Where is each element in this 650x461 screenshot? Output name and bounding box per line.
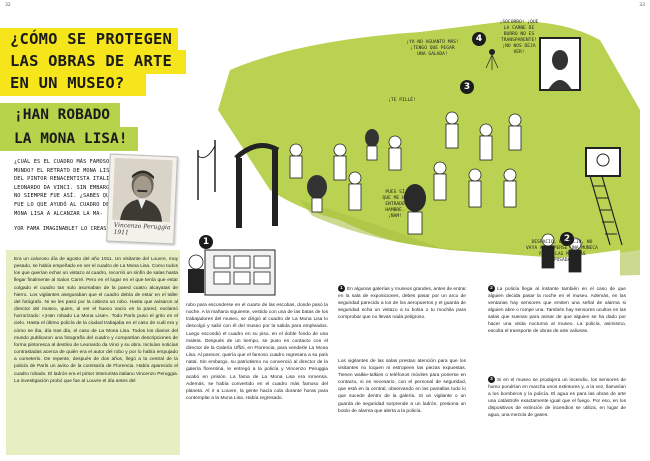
info-text-1: En algunas galerías y museos grandes, an…	[338, 286, 467, 321]
subtitle-line-2: LA MONA LISA!	[14, 131, 128, 147]
marker-1: 1	[338, 285, 345, 292]
story-text-left: Era un caluroso día de agosto del año 19…	[14, 257, 178, 384]
subtitle-line-1: ¡HAN ROBADO	[14, 107, 111, 123]
subtitle-band	[0, 127, 138, 151]
title-band	[0, 28, 178, 52]
info-column-2: Los vigilantes de las salas prestan aten…	[338, 358, 466, 415]
page-number-right: 33	[639, 3, 645, 8]
illustration-marker-1: 1	[199, 235, 213, 249]
speech-bubble-hungry: PUES SÍ QUE ME HA ENTRADO HAMBRE. ¡ÑAM!	[382, 190, 408, 219]
intro-paragraph: ¿CUÁL ES EL CUADRO MÁS FAMOSO DEL MUNDO?…	[14, 159, 123, 217]
illustration-marker-4: 4	[472, 32, 486, 46]
intro-paragraph-tail: YOR FAMA IMAGINABLE? LO CREAS O NO, ¡UN …	[14, 226, 158, 232]
speech-bubble-arrest: DESPACIO, DESPACIO, NO VAYA A ROMPERSE U…	[526, 240, 598, 263]
story-text-middle: robo para esconderse en el cuarto de las…	[186, 303, 328, 402]
info-text-3: La policía llega al instante también en …	[488, 286, 626, 335]
speech-bubble-restroom: ¡YA NO AGUANTO MÁS! ¡TENGO QUE PEGAR UNA…	[406, 40, 459, 57]
info-text-4: Si en el museo se produjera un incendio,…	[488, 377, 626, 419]
portrait-man-icon	[112, 157, 173, 223]
subtitle-band	[0, 103, 120, 127]
marker-3: 3	[488, 376, 495, 383]
page-number-left: 32	[5, 3, 11, 8]
info-text-2: Los vigilantes de las salas prestan aten…	[338, 359, 466, 414]
story-box	[6, 250, 180, 455]
portrait-photo: Vincenzo Peruggia 1911	[106, 153, 178, 245]
page-title-line-1: ¿CÓMO SE PROTEGEN	[10, 30, 173, 48]
page-title-line-3: EN UN MUSEO?	[10, 74, 125, 92]
marker-2: 2	[488, 285, 495, 292]
speech-bubble-donkey: ¡SOCORRO! ¡QUE LA CARNE DE BURRO NO ES T…	[499, 20, 539, 55]
illustration-marker-2: 2	[560, 232, 574, 246]
title-band	[0, 72, 146, 96]
illustration-marker-3: 3	[460, 80, 474, 94]
page-title-line-2: LAS OBRAS DE ARTE	[10, 52, 173, 70]
title-band	[0, 50, 186, 74]
speech-bubble-caught: ¡TE PILLÉ!	[388, 98, 416, 103]
